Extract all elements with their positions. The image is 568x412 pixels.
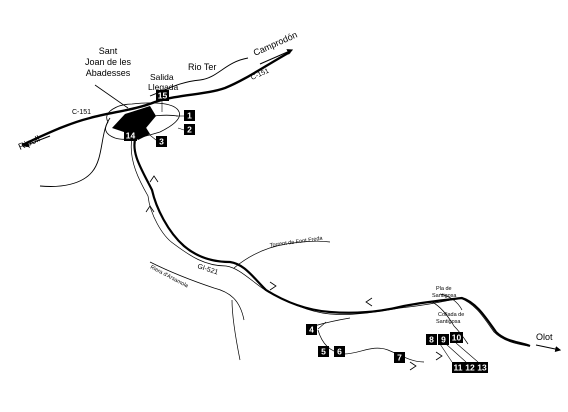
waypoint-7: 7 bbox=[394, 352, 405, 363]
road-c151 bbox=[21, 50, 291, 147]
waypoint-2: 2 bbox=[184, 124, 195, 135]
town-outline bbox=[105, 102, 180, 140]
river-ter-label: Rio Ter bbox=[188, 62, 216, 72]
town-label-line3: Abadesses bbox=[86, 68, 131, 78]
torrent-label: Torrent de Font Freda bbox=[269, 236, 323, 249]
svg-text:12: 12 bbox=[465, 363, 475, 373]
collada-label-line2: Santigosa bbox=[436, 319, 461, 325]
riera-line bbox=[149, 261, 245, 321]
waypoint-5: 5 bbox=[318, 346, 329, 357]
arrow-olot bbox=[535, 344, 562, 352]
camprodon-label: Camprodón bbox=[252, 30, 299, 58]
ripoll-label: Ripoll bbox=[17, 134, 42, 152]
town-label-line2: Joan de les bbox=[85, 57, 132, 67]
torrent-line bbox=[233, 240, 331, 269]
waypoint-13: 13 bbox=[476, 362, 488, 373]
road-gi521 bbox=[133, 135, 531, 348]
c151-west-label: C-151 bbox=[72, 109, 91, 116]
waypoint-6: 6 bbox=[334, 346, 345, 357]
start-label-line2: Llegada bbox=[148, 82, 179, 92]
svg-text:4: 4 bbox=[309, 325, 314, 335]
valley-line bbox=[231, 299, 241, 361]
svg-text:15: 15 bbox=[158, 91, 168, 101]
river-ter-line bbox=[149, 57, 249, 97]
svg-text:7: 7 bbox=[397, 353, 402, 363]
svg-text:1: 1 bbox=[187, 111, 192, 121]
waypoint-boxes: 15 1 2 3 14 4 5 6 7 8 9 10 11 12 13 bbox=[124, 90, 488, 373]
waypoint-8: 8 bbox=[426, 334, 437, 345]
pla-label-line1: Pla de bbox=[436, 286, 452, 292]
waypoint-12: 12 bbox=[464, 362, 476, 373]
waypoint-15: 15 bbox=[156, 90, 169, 101]
collada-label-line1: Collada de bbox=[438, 312, 464, 318]
place-labels: Sant Joan de les Abadesses Rio Ter Campr… bbox=[17, 30, 553, 342]
arrow-camprodon bbox=[259, 49, 294, 65]
waypoint-9: 9 bbox=[438, 334, 449, 345]
olot-label: Olot bbox=[536, 332, 553, 342]
arrow-ripoll bbox=[22, 135, 51, 148]
start-label-line1: Salida bbox=[150, 72, 174, 82]
collada-path bbox=[431, 301, 469, 345]
svg-text:5: 5 bbox=[321, 347, 326, 357]
waypoint-10: 10 bbox=[450, 332, 463, 343]
svg-text:11: 11 bbox=[454, 363, 463, 373]
pla-path bbox=[439, 293, 463, 311]
waypoint-3: 3 bbox=[156, 136, 167, 147]
svg-text:14: 14 bbox=[126, 131, 136, 141]
pla-label-line2: Santigosa bbox=[432, 293, 457, 299]
waypoint-4: 4 bbox=[306, 324, 317, 335]
town-road bbox=[139, 114, 179, 119]
svg-text:9: 9 bbox=[441, 335, 446, 345]
river-west-curve bbox=[39, 117, 111, 187]
waypoint-14: 14 bbox=[124, 130, 137, 141]
svg-text:2: 2 bbox=[187, 125, 192, 135]
svg-text:10: 10 bbox=[452, 333, 462, 343]
svg-text:6: 6 bbox=[337, 347, 342, 357]
town-label-line1: Sant bbox=[99, 46, 118, 56]
south-loop bbox=[317, 329, 425, 363]
route-arrows bbox=[145, 175, 443, 371]
loop-connector bbox=[313, 317, 351, 327]
town-label-pointer bbox=[94, 84, 129, 109]
svg-text:13: 13 bbox=[477, 363, 487, 373]
svg-text:3: 3 bbox=[159, 137, 164, 147]
waypoint-leaders bbox=[145, 101, 479, 363]
svg-text:8: 8 bbox=[429, 335, 434, 345]
waypoint-1: 1 bbox=[184, 110, 195, 121]
waypoint-11: 11 bbox=[452, 362, 464, 373]
